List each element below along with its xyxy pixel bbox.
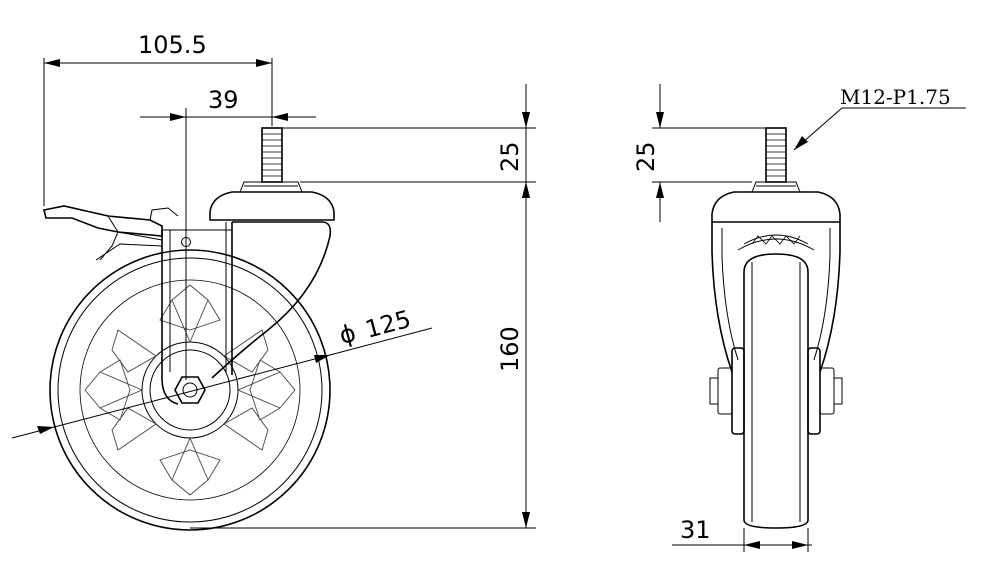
dim-label-105-5: 105.5 <box>138 31 207 59</box>
side-view: 105.5 39 25 160 <box>11 31 536 531</box>
thread-callout: M12-P1.75 <box>793 85 966 151</box>
brake-lever <box>43 205 179 261</box>
dim-label-25-side: 25 <box>496 141 524 172</box>
side-wheel <box>49 249 331 531</box>
front-axle <box>709 347 843 435</box>
thread-spec-label: M12-P1.75 <box>840 85 951 109</box>
front-swivel-head <box>711 181 841 223</box>
front-view: 25 M12-P1.75 31 <box>632 84 966 552</box>
front-fork <box>711 222 841 373</box>
dim-105-5: 105.5 <box>43 31 273 206</box>
dim-label-31: 31 <box>680 516 711 544</box>
dim-39: 39 <box>140 86 316 380</box>
dim-160: 160 <box>190 182 536 529</box>
dim-25-front: 25 <box>632 84 766 222</box>
dim-25-side: 25 <box>282 84 536 198</box>
diameter-symbol: ϕ <box>336 319 359 350</box>
dim-label-125: 125 <box>362 305 413 344</box>
dim-label-39: 39 <box>208 86 239 114</box>
side-threaded-stem <box>261 127 283 183</box>
dim-label-160: 160 <box>496 326 524 372</box>
axle-nut <box>174 376 206 404</box>
front-wheel <box>743 253 809 529</box>
dim-label-25-front: 25 <box>632 141 660 172</box>
dim-31: 31 <box>672 516 812 552</box>
brake-teeth <box>751 235 801 245</box>
front-threaded-stem <box>765 127 787 183</box>
side-fork <box>161 221 332 405</box>
side-swivel-head <box>209 181 335 221</box>
wheel-spoke-pattern <box>84 284 296 496</box>
